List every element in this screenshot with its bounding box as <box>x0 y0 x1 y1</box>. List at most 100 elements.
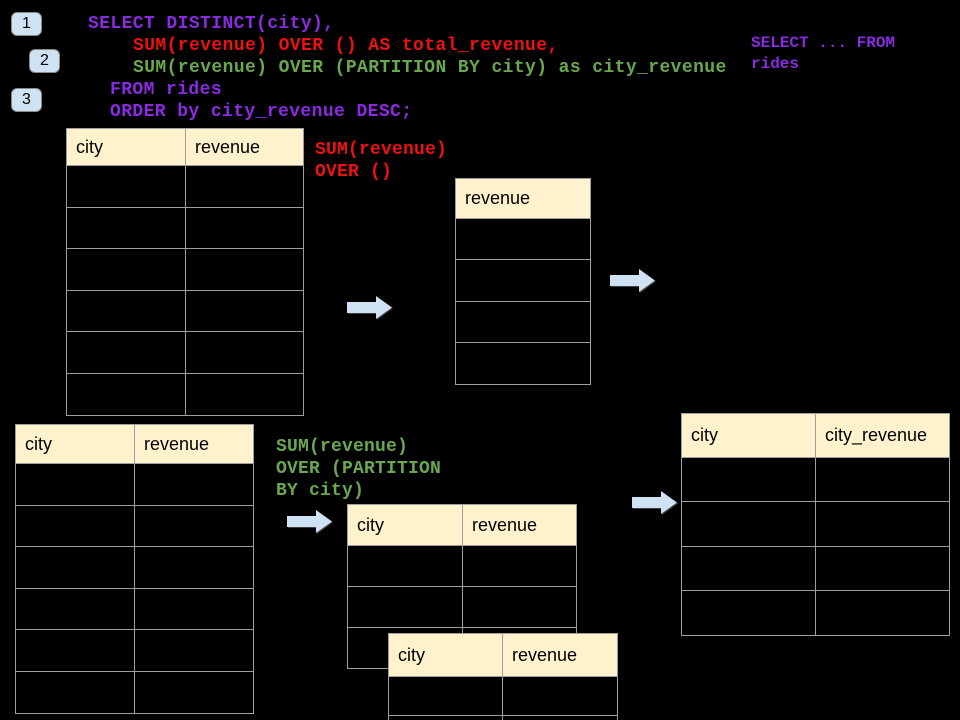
table-cell <box>682 546 816 591</box>
annotation-sum-partition: SUM(revenue) OVER (PARTITION BY city) <box>276 436 441 502</box>
table-cell <box>348 586 463 628</box>
table-cell <box>816 590 949 636</box>
table-cell <box>456 342 590 385</box>
table-cell <box>67 166 186 208</box>
table-row <box>67 207 303 249</box>
table-cell <box>135 588 253 630</box>
table-row <box>67 373 303 415</box>
table-cell <box>456 219 590 261</box>
table-cell <box>816 458 949 503</box>
column-header: city <box>348 505 463 546</box>
table-cell <box>67 249 186 291</box>
table-row <box>456 301 590 343</box>
table-cell <box>682 502 816 547</box>
table-row <box>348 546 576 587</box>
table-row <box>682 458 949 503</box>
table-cell <box>135 547 253 589</box>
table-cell <box>503 716 617 720</box>
table-row <box>16 671 253 713</box>
note-select-from-rides: SELECT ... FROM rides <box>751 33 895 75</box>
table-row <box>682 546 949 591</box>
table-row <box>682 590 949 636</box>
table-row <box>16 588 253 630</box>
column-header: city <box>16 425 135 464</box>
column-header: revenue <box>456 179 590 219</box>
table-cell <box>186 166 303 208</box>
table-row <box>16 547 253 589</box>
sql-line-order-by: ORDER by city_revenue DESC; <box>110 102 413 122</box>
sql-line-total-revenue: SUM(revenue) OVER () AS total_revenue, <box>133 36 559 56</box>
table-cell <box>456 301 590 343</box>
table-row <box>16 505 253 547</box>
column-header: city_revenue <box>816 414 949 458</box>
table-row <box>67 290 303 332</box>
annotation-line: OVER (PARTITION <box>276 459 442 479</box>
table-cell <box>348 546 463 587</box>
step-badge-1: 1 <box>11 12 42 36</box>
right-arrow-icon <box>632 490 678 515</box>
table-cell <box>389 716 503 720</box>
annotation-sum-over-all: SUM(revenue) OVER () <box>315 139 447 183</box>
table-cell <box>67 373 186 415</box>
table-cell <box>503 677 617 716</box>
table-row <box>67 332 303 374</box>
table-row <box>16 630 253 672</box>
annotation-line: OVER () <box>315 162 393 182</box>
table-header-row: revenue <box>456 179 590 219</box>
right-arrow-icon <box>287 509 333 534</box>
annotation-line: BY city) <box>276 481 365 501</box>
table-cell <box>186 332 303 374</box>
table-cell <box>135 505 253 547</box>
table-cell <box>16 547 135 589</box>
table-cell <box>135 671 253 713</box>
table-cell <box>16 630 135 672</box>
table-cell <box>67 290 186 332</box>
table-cell <box>456 260 590 302</box>
table-row <box>456 260 590 302</box>
sql-line-select: SELECT DISTINCT(city), <box>88 14 335 34</box>
table-cell <box>67 207 186 249</box>
right-arrow-icon <box>347 295 393 320</box>
right-arrow-icon <box>610 268 656 293</box>
table-row <box>348 586 576 628</box>
note-line-1: SELECT ... FROM <box>751 34 896 52</box>
table-cell <box>463 546 576 587</box>
step-badge-3: 3 <box>11 88 42 112</box>
sql-line-from: FROM rides <box>110 80 223 100</box>
step-badge-2: 2 <box>29 49 60 73</box>
table-total-revenue-result: revenue <box>455 178 591 386</box>
table-cell <box>16 505 135 547</box>
table-row <box>16 464 253 506</box>
table-cell <box>682 458 816 503</box>
table-cell <box>135 630 253 672</box>
column-header: city <box>389 634 503 677</box>
table-cell <box>186 249 303 291</box>
table-cell <box>16 671 135 713</box>
table-row <box>67 249 303 291</box>
table-cell <box>67 332 186 374</box>
table-cell <box>816 502 949 547</box>
column-header: revenue <box>463 505 576 546</box>
table-cell <box>186 207 303 249</box>
table-cell <box>389 677 503 716</box>
table-row <box>456 342 590 385</box>
column-header: revenue <box>186 129 303 166</box>
note-line-2: rides <box>751 55 800 73</box>
table-row <box>682 502 949 547</box>
table-cell <box>186 373 303 415</box>
sql-line-partition: SUM(revenue) OVER (PARTITION BY city) as… <box>133 58 727 78</box>
column-header: city <box>682 414 816 458</box>
column-header: revenue <box>135 425 253 464</box>
table-cell <box>16 464 135 506</box>
table-row <box>456 219 590 261</box>
